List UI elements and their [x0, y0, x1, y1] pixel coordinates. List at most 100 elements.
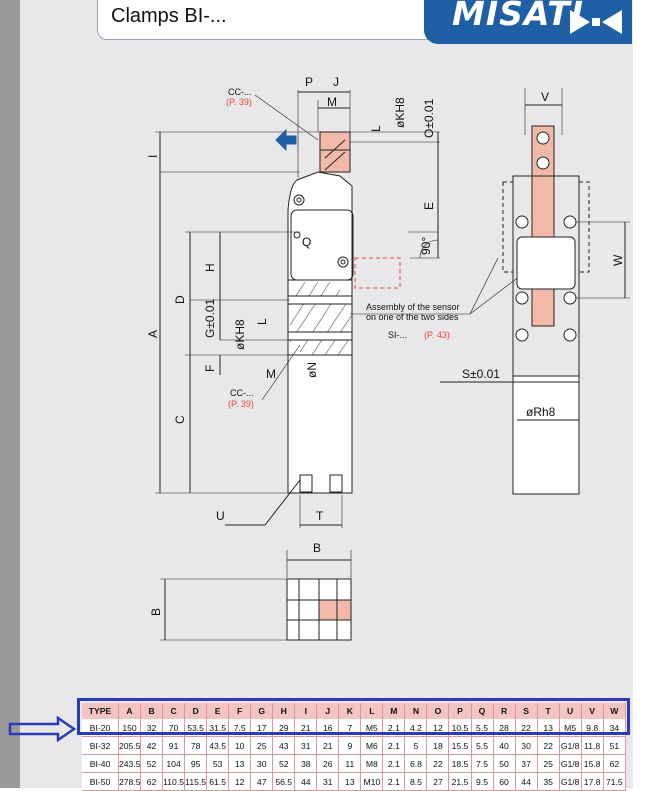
table-cell: 35	[537, 772, 560, 791]
column-header: T	[537, 703, 560, 719]
dim-label-p: P	[305, 75, 313, 89]
column-header: Q	[471, 703, 494, 719]
table-cell: 95	[184, 754, 208, 773]
left-margin-bar	[0, 0, 20, 788]
dim-label-s: S±0.01	[462, 367, 500, 381]
column-header: M	[382, 703, 406, 719]
table-cell: 13	[228, 754, 252, 773]
cc-top-label: CC-...	[228, 87, 252, 97]
table-cell: 205.5	[118, 736, 142, 755]
dim-label-r: øRh8	[526, 405, 556, 419]
table-cell: 26	[316, 754, 340, 773]
table-cell: 5	[404, 736, 428, 755]
header-title-box: Clamps BI-...	[97, 0, 457, 40]
table-cell: 10	[228, 736, 252, 755]
dim-label-d: D	[173, 295, 187, 304]
column-header: W	[603, 703, 627, 719]
column-header: J	[316, 703, 340, 719]
table-cell: M8	[360, 754, 384, 773]
sensor-note-line1: Assembly of the sensor	[366, 302, 460, 312]
table-cell: 31	[294, 736, 318, 755]
brand-logo: MISATI	[424, 0, 632, 44]
table-cell: 21	[316, 736, 340, 755]
table-cell: 43.5	[206, 736, 230, 755]
dim-label-k2: øKH8	[233, 319, 247, 350]
table-cell: 25	[250, 736, 274, 755]
table-cell: 27	[426, 772, 450, 791]
column-header: A	[118, 703, 142, 719]
cc-top-ref: (P. 39)	[226, 97, 252, 107]
dim-label-b-side: B	[149, 608, 163, 616]
table-cell: 18	[426, 736, 450, 755]
table-cell: 13	[338, 772, 362, 791]
table-cell: 2.1	[382, 754, 406, 773]
cc-bottom-label: CC-...	[230, 388, 254, 398]
dim-label-c: C	[173, 415, 187, 424]
column-header: K	[338, 703, 362, 719]
column-header: I	[294, 703, 318, 719]
technical-drawing: P J M L øKH8 O±0.01 I E 90° Q H D G±0.01…	[146, 75, 630, 641]
table-cell: M10	[360, 772, 384, 791]
column-header: F	[228, 703, 252, 719]
table-cell: 44	[515, 772, 538, 791]
sensor-model-ref: (P. 43)	[424, 330, 450, 340]
dim-label-t: T	[316, 509, 324, 523]
sensor-note-line2: on one of the two sides	[366, 312, 459, 322]
table-cell: 9	[338, 736, 362, 755]
dim-label-l: L	[369, 125, 383, 132]
dim-label-g: G±0.01	[203, 298, 217, 338]
dim-label-j: J	[333, 75, 339, 89]
dim-label-m2: M	[266, 367, 276, 381]
dim-label-q: Q	[302, 235, 311, 249]
table-cell: 12	[228, 772, 252, 791]
table-cell: 15.5	[448, 736, 472, 755]
pointer-arrow-icon	[8, 716, 77, 742]
table-cell: BI-32	[82, 736, 119, 755]
column-header: P	[448, 703, 472, 719]
table-cell: BI-50	[82, 772, 119, 791]
column-header: S	[515, 703, 538, 719]
table-cell: 243.5	[118, 754, 142, 773]
column-header: E	[206, 703, 230, 719]
table-cell: 44	[294, 772, 318, 791]
column-header: G	[250, 703, 274, 719]
table-cell: 51	[603, 736, 627, 755]
page-title: Clamps BI-...	[111, 5, 227, 27]
table-cell: 6.8	[404, 754, 428, 773]
dim-label-o: O±0.01	[422, 98, 436, 138]
table-cell: 11	[338, 754, 362, 773]
column-header: D	[184, 703, 208, 719]
column-header: TYPE	[82, 703, 119, 719]
table-cell: 62	[140, 772, 164, 791]
table-cell: G1/8	[559, 754, 582, 773]
column-header: L	[360, 703, 384, 719]
column-header: N	[404, 703, 428, 719]
table-cell: 53	[206, 754, 230, 773]
table-cell: 91	[162, 736, 186, 755]
table-cell: 25	[537, 754, 560, 773]
dim-label-b-top: B	[313, 541, 321, 555]
dim-label-u: U	[216, 509, 225, 523]
column-header: O	[426, 703, 450, 719]
column-header: C	[162, 703, 186, 719]
dim-label-a: A	[146, 330, 160, 338]
table-cell: 42	[140, 736, 164, 755]
table-cell: BI-40	[82, 754, 119, 773]
dim-label-l2: L	[255, 318, 269, 325]
table-cell: 62	[603, 754, 627, 773]
table-cell: 50	[493, 754, 516, 773]
table-cell: 52	[272, 754, 296, 773]
table-cell: 37	[515, 754, 538, 773]
table-cell: 38	[294, 754, 318, 773]
table-cell: 21.5	[448, 772, 472, 791]
table-cell: 22	[537, 736, 560, 755]
column-header: B	[140, 703, 164, 719]
table-cell: 40	[493, 736, 516, 755]
brand-name: MISATI	[452, 0, 585, 33]
dim-label-h: H	[203, 263, 217, 272]
dim-label-v: V	[541, 90, 549, 104]
dim-label-k: øKH8	[393, 97, 407, 128]
